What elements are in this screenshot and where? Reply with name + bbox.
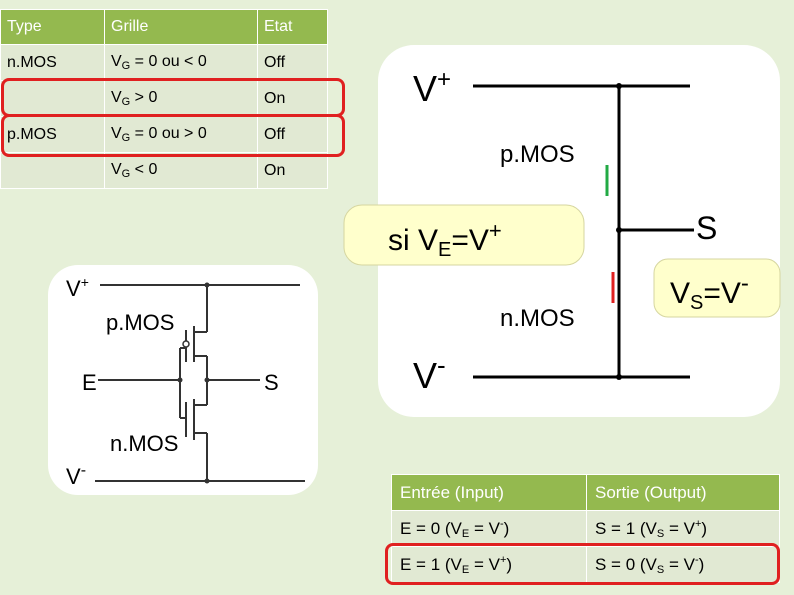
cell-etat: Off — [257, 44, 328, 81]
cell-grille: VG = 0 ou > 0 — [104, 116, 258, 153]
small-nmos-label: n.MOS — [110, 431, 179, 456]
header-etat: Etat — [257, 9, 328, 45]
table-row: VG > 0 On — [0, 80, 328, 117]
table-row: n.MOS VG = 0 ou < 0 Off — [0, 44, 328, 81]
cell-grille: VG > 0 — [104, 80, 258, 117]
table-header-row: Type Grille Etat — [0, 9, 328, 45]
header-grille: Grille — [104, 9, 258, 45]
table-row: E = 1 (VE = V+) S = 0 (VS = V-) — [391, 546, 780, 583]
table-row: p.MOS VG = 0 ou > 0 Off — [0, 116, 328, 153]
cell-grille: VG < 0 — [104, 152, 258, 189]
table-header-row: Entrée (Input) Sortie (Output) — [391, 474, 780, 511]
cell-output: S = 1 (VS = V+) — [586, 510, 780, 547]
callout-si-text: si VE=V+ — [388, 218, 502, 261]
cell-output: S = 0 (VS = V-) — [586, 546, 780, 583]
big-vminus-label: V- — [413, 350, 446, 396]
big-s-label: S — [696, 210, 718, 246]
node-mid — [616, 227, 622, 233]
truth-table-inverter: Entrée (Input) Sortie (Output) E = 0 (VE… — [391, 474, 780, 583]
node-bottom — [616, 374, 622, 380]
header-output: Sortie (Output) — [586, 474, 780, 511]
cell-type — [0, 80, 105, 117]
callout-vs-text: VS=V- — [670, 270, 749, 314]
cell-input: E = 0 (VE = V-) — [391, 510, 587, 547]
small-s-label: S — [264, 370, 279, 395]
big-vplus-label: V+ — [413, 66, 452, 109]
node-top — [616, 83, 622, 89]
cell-type — [0, 152, 105, 189]
big-pmos-label: p.MOS — [500, 141, 575, 168]
callout-vs-bg — [653, 258, 781, 318]
small-vplus-label: V+ — [66, 274, 89, 301]
small-circuit-panel — [48, 265, 318, 495]
header-input: Entrée (Input) — [391, 474, 587, 511]
cell-etat: On — [257, 80, 328, 117]
cell-type: n.MOS — [0, 44, 105, 81]
callout-si-bg — [343, 204, 585, 266]
header-type: Type — [0, 9, 105, 45]
truth-table-mos: Type Grille Etat n.MOS VG = 0 ou < 0 Off… — [0, 9, 328, 189]
small-vminus-label: V- — [66, 462, 87, 489]
cell-input: E = 1 (VE = V+) — [391, 546, 587, 583]
table-row: E = 0 (VE = V-) S = 1 (VS = V+) — [391, 510, 780, 547]
small-pmos-label: p.MOS — [106, 310, 175, 335]
cell-etat: Off — [257, 116, 328, 153]
cell-type: p.MOS — [0, 116, 105, 153]
small-e-label: E — [82, 370, 97, 395]
cell-etat: On — [257, 152, 328, 189]
big-nmos-label: n.MOS — [500, 305, 575, 332]
cell-grille: VG = 0 ou < 0 — [104, 44, 258, 81]
table-row: VG < 0 On — [0, 152, 328, 189]
